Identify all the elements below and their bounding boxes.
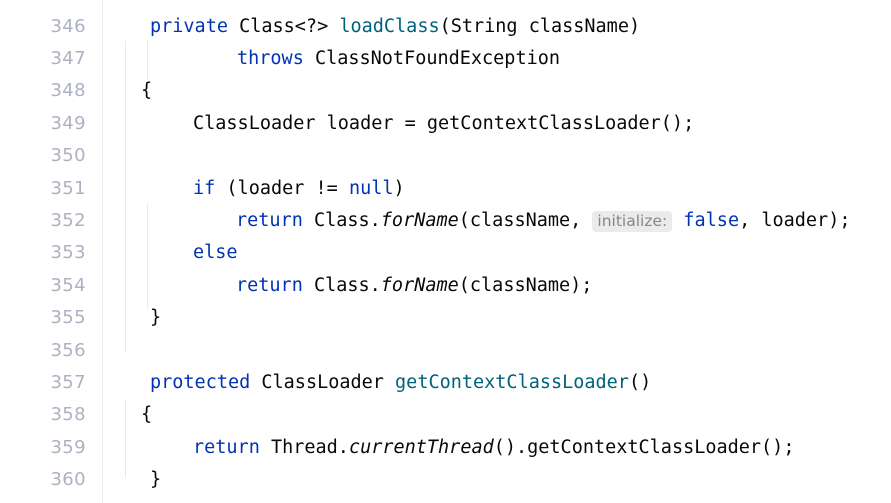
line-number[interactable]: 355: [50, 307, 86, 329]
code-token: Class.: [302, 274, 381, 296]
code-line-partial: 345: [0, 0, 891, 11]
indent-guide: [125, 41, 126, 353]
code-token: loadClass: [339, 15, 440, 37]
line-number[interactable]: 359: [50, 436, 86, 458]
code-line[interactable]: 358 {: [0, 399, 891, 431]
code-token: return: [193, 436, 260, 458]
line-number[interactable]: 358: [50, 404, 86, 426]
code-line-text[interactable]: }: [150, 464, 161, 496]
code-line[interactable]: 349 ClassLoader loader = getContextClassL…: [0, 108, 891, 140]
code-token: {: [141, 404, 153, 426]
code-token: ClassLoader: [250, 371, 396, 393]
code-line[interactable]: 350: [0, 140, 891, 172]
code-token: Thread.: [259, 436, 349, 458]
indent-guide: [147, 41, 148, 79]
code-line[interactable]: 352 return Class.forName(className, initi…: [0, 205, 891, 237]
code-token: }: [150, 307, 162, 329]
code-token: getContextClassLoader: [395, 371, 629, 393]
code-token: forName: [380, 209, 459, 231]
indent-guide: [147, 204, 148, 274]
line-number-gutter[interactable]: [0, 0, 103, 503]
code-line-text[interactable]: protected ClassLoader getContextClassLoa…: [150, 367, 651, 399]
code-line[interactable]: 360}: [0, 464, 891, 496]
line-number[interactable]: 346: [50, 15, 86, 37]
code-line[interactable]: 359 return Thread.currentThread().getCont…: [0, 432, 891, 464]
code-token: return: [236, 209, 303, 231]
code-token: private: [150, 15, 228, 37]
code-line[interactable]: 354 return Class.forName(className);: [0, 270, 891, 302]
code-token: if: [193, 177, 216, 199]
code-token: (className);: [458, 274, 593, 296]
code-token: ().getContextClassLoader();: [493, 436, 795, 458]
code-line[interactable]: 347 throws ClassNotFoundException: [0, 43, 891, 75]
line-number[interactable]: 353: [50, 242, 86, 264]
code-token: return: [236, 274, 303, 296]
line-number[interactable]: 360: [50, 469, 86, 491]
code-token: ClassNotFoundException: [303, 47, 561, 69]
code-token: false: [683, 209, 740, 231]
code-token: , loader);: [739, 209, 851, 231]
code-token: Class<?>: [227, 15, 340, 37]
line-number[interactable]: 351: [50, 177, 86, 199]
code-token: ): [393, 177, 405, 199]
line-number[interactable]: 352: [50, 209, 86, 231]
line-number[interactable]: 354: [50, 274, 86, 296]
code-line[interactable]: 355}: [0, 302, 891, 334]
code-line[interactable]: 357 protected ClassLoader getContextClass…: [0, 367, 891, 399]
code-line-text[interactable]: if (loader != null): [193, 173, 405, 205]
code-token: {: [141, 80, 153, 102]
indent-guide: [147, 269, 148, 309]
parameter-hint[interactable]: initialize:: [592, 210, 673, 232]
code-line-text[interactable]: return Class.forName(className, initiali…: [236, 205, 850, 237]
code-line-text[interactable]: throws ClassNotFoundException: [237, 43, 560, 75]
code-token: Class.: [302, 209, 381, 231]
code-token: null: [348, 177, 394, 199]
code-line-text[interactable]: {: [141, 399, 152, 431]
code-token: (String className): [439, 15, 641, 37]
line-number[interactable]: 350: [50, 145, 86, 167]
code-line-text[interactable]: ClassLoader loader = getContextClassLoad…: [193, 108, 694, 140]
code-line-text[interactable]: return Thread.currentThread().getContext…: [193, 432, 794, 464]
code-line-text[interactable]: private Class<?> loadClass(String classN…: [150, 11, 640, 43]
code-line[interactable]: 348 {: [0, 75, 891, 107]
code-token: currentThread: [348, 436, 494, 458]
code-token: else: [193, 242, 238, 264]
code-token: throws: [237, 47, 304, 69]
code-line-text[interactable]: {: [141, 75, 152, 107]
line-number[interactable]: 348: [50, 80, 86, 102]
code-line[interactable]: 346 private Class<?> loadClass(String cla…: [0, 11, 891, 43]
line-number: 345: [0, 0, 86, 11]
code-token: (className,: [458, 209, 593, 231]
code-line-text[interactable]: return Class.forName(className);: [236, 270, 592, 302]
indent-guide: [125, 400, 126, 478]
code-token: (loader !=: [215, 177, 349, 199]
code-token: ClassLoader loader = getContextClassLoad…: [193, 112, 695, 134]
code-line-text[interactable]: }: [150, 302, 161, 334]
code-token: forName: [380, 274, 459, 296]
code-line[interactable]: 351 if (loader != null): [0, 173, 891, 205]
code-token: }: [150, 469, 162, 491]
code-line[interactable]: 356: [0, 335, 891, 367]
line-number[interactable]: 356: [50, 339, 86, 361]
code-token: protected: [150, 371, 251, 393]
code-token: (): [628, 371, 652, 393]
line-number[interactable]: 349: [50, 112, 86, 134]
line-number[interactable]: 347: [50, 47, 86, 69]
code-line-text[interactable]: else: [193, 237, 238, 269]
line-number[interactable]: 357: [50, 371, 86, 393]
code-token: [672, 210, 683, 231]
code-line[interactable]: 353 else: [0, 237, 891, 269]
